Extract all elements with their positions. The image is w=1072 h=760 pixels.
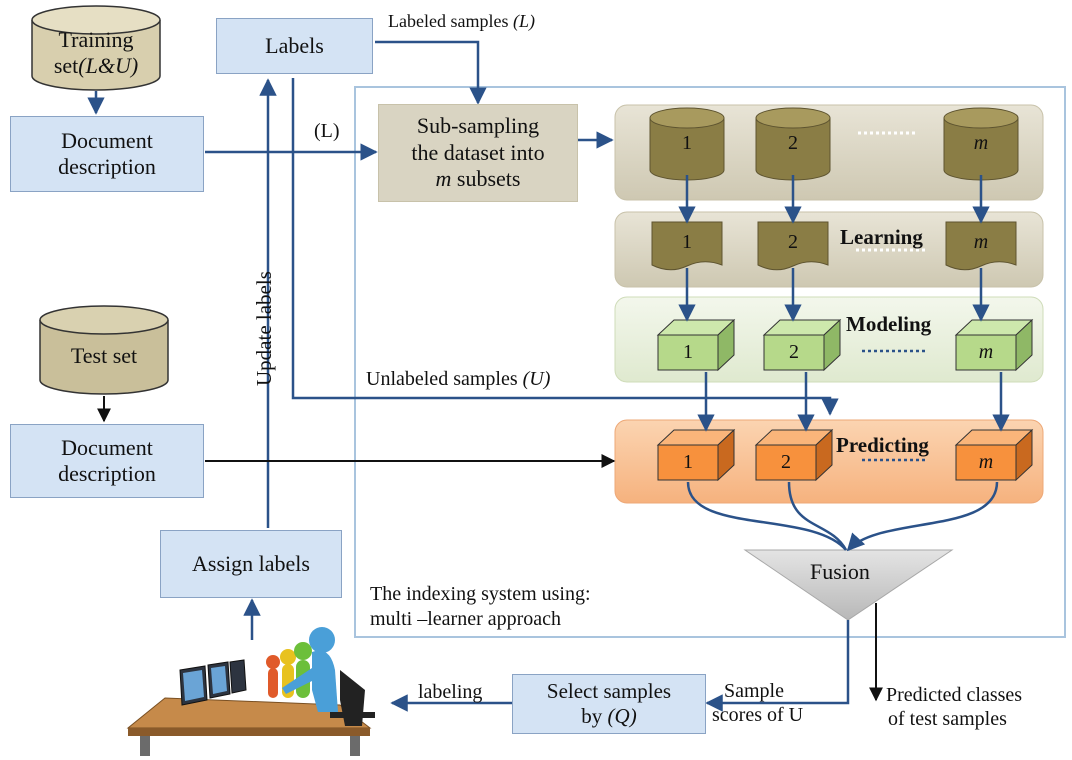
learning-doc-1 [651,221,723,271]
select-samples-box: Select samples by (Q) [512,674,706,734]
test-set-text: Test set [70,342,138,368]
document-description-test-box: Document description [10,424,204,498]
training-set-prefix: set [53,53,79,78]
doc-desc-test-line2: description [58,461,156,486]
select-samples-by: by [581,704,608,728]
predict-cube-2-text: 2 [756,449,816,475]
model-cube-2 [762,318,842,372]
human-annotators-illustration [126,627,375,756]
learning-doc-m [945,221,1017,271]
predict-cube-2-number: 2 [781,451,791,473]
modeling-label: Modeling [846,312,932,336]
predict-cube-1-number: 1 [683,451,693,473]
subsampling-box: Sub-sampling the dataset into m subsets [378,104,578,202]
subsampling-line3: m subsets [436,166,521,192]
learning-doc-1-text: 1 [652,229,722,255]
subsampling-line2: the dataset into [411,139,545,165]
model-cube-1-text: 1 [658,339,718,365]
model-cube-m-number: m [978,341,994,363]
subsampling-line3-rest: subsets [451,166,521,192]
model-cube-1-number: 1 [683,341,693,363]
update-labels-annotation: Update labels [252,271,276,386]
subset-cylinder-2 [755,107,831,181]
doc-desc-test-line1: Document [61,434,153,460]
learning-label: Learning [840,225,923,249]
test-flow-arrows [97,396,883,702]
model-cube-m [954,318,1034,372]
fusion-label: Fusion [810,559,870,584]
assign-labels-text: Assign labels [192,550,310,576]
labels-box: Labels [216,18,373,74]
model-cube-2-number: 2 [789,341,799,363]
labeled-samples-annotation: Labeled samples (L) [388,11,535,32]
learning-doc-1-number: 1 [682,231,692,253]
subset-2-number: 2 [788,132,798,154]
indexing-system-frame [354,86,1066,638]
labels-box-text: Labels [265,32,324,58]
labeling-annotation: labeling [418,681,483,703]
system-caption-line2: multi –learner approach [370,608,562,630]
sample-scores-line1: Sample [724,680,784,702]
doc-desc-training-line1: Document [61,127,153,153]
learning-doc-2 [757,221,829,271]
subset-1-text: 1 [650,130,724,156]
subset-m-text: m [944,130,1018,156]
subset-2-text: 2 [756,130,830,156]
predict-cube-m-number: m [978,451,994,473]
l-annotation: (L) [314,120,340,142]
unlabeled-samples-annotation: Unlabeled samples (U) [366,368,550,391]
subsampling-line1: Sub-sampling [416,113,540,139]
training-set-cylinder [31,5,161,91]
predict-cube-2 [754,428,834,482]
predict-cube-m-text: m [956,449,1016,475]
training-set-line2: set(L&U) [54,53,138,79]
test-set-cylinder [39,305,169,395]
subset-cylinder-m [943,107,1019,181]
sample-scores-line2: scores of U [712,704,804,726]
select-samples-line2: by (Q) [581,704,636,729]
predict-cube-1-text: 1 [658,449,718,475]
learning-doc-m-text: m [946,229,1016,255]
subset-1-number: 1 [682,132,692,154]
learning-doc-m-number: m [973,231,989,253]
training-set-label: Training set(L&U) [32,24,160,82]
predicted-classes-line1: Predicted classes [886,684,1023,706]
training-set-line1: Training [58,26,134,52]
flow-arrows [87,40,1010,712]
labeled-samples-text: Labeled samples [388,11,513,31]
subset-cylinder-1 [649,107,725,181]
training-set-italic: (L&U) [78,53,139,78]
doc-desc-training-line2: description [58,154,156,179]
predict-cube-m [954,428,1034,482]
subset-m-number: m [973,132,989,154]
predict-cube-1 [656,428,736,482]
test-set-label: Test set [40,338,168,374]
model-cube-2-text: 2 [764,339,824,365]
labeled-samples-italic: (L) [512,11,535,31]
model-cube-1 [656,318,736,372]
predicting-label: Predicting [836,433,929,457]
model-cube-m-text: m [956,339,1016,365]
select-samples-q: (Q) [607,704,637,728]
system-caption-line1: The indexing system using: [370,583,591,605]
learning-doc-2-text: 2 [758,229,828,255]
predicted-classes-line2: of test samples [888,708,1007,730]
document-description-training-box: Document description [10,116,204,192]
learning-doc-2-number: 2 [788,231,798,253]
assign-labels-box: Assign labels [160,530,342,598]
subsampling-m: m [435,166,452,192]
select-samples-line1: Select samples [546,678,672,703]
unlabeled-samples-text: Unlabeled samples [366,368,523,390]
unlabeled-samples-italic: (U) [522,368,551,390]
